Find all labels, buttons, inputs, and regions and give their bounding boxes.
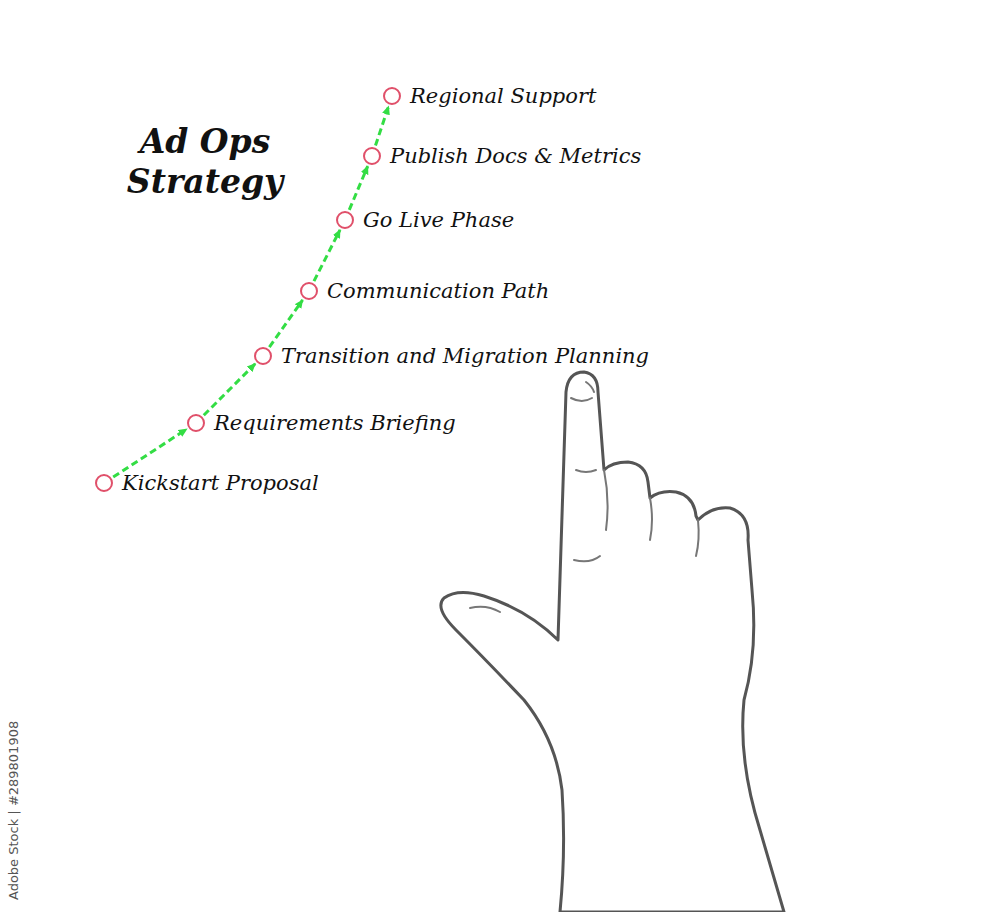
flow-arrow [113, 429, 187, 477]
step-circle [254, 347, 272, 365]
flow-arrow [204, 364, 255, 415]
step-label: Publish Docs & Metrics [390, 144, 641, 168]
step-circle [187, 414, 205, 432]
step-label: Go Live Phase [363, 208, 514, 232]
step-label: Kickstart Proposal [122, 471, 319, 495]
step-node: Go Live Phase [336, 208, 514, 232]
step-node: Communication Path [300, 279, 549, 303]
watermark-text: Adobe Stock | #289801908 [6, 721, 21, 900]
step-node: Regional Support [383, 84, 596, 108]
flow-arrow [349, 166, 367, 210]
step-circle [363, 147, 381, 165]
step-circle [336, 211, 354, 229]
flow-arrow [269, 300, 302, 347]
flow-arrow [375, 106, 388, 145]
step-circle [383, 87, 401, 105]
step-circle [300, 282, 318, 300]
flow-arrow [314, 230, 340, 281]
diagram-title: Ad Ops Strategy [100, 122, 310, 201]
step-node: Kickstart Proposal [95, 471, 319, 495]
step-label: Requirements Briefing [214, 411, 456, 435]
step-node: Publish Docs & Metrics [363, 144, 641, 168]
step-label: Regional Support [410, 84, 596, 108]
step-circle [95, 474, 113, 492]
step-label: Transition and Migration Planning [281, 344, 649, 368]
step-node: Transition and Migration Planning [254, 344, 649, 368]
step-node: Requirements Briefing [187, 411, 456, 435]
step-label: Communication Path [327, 279, 549, 303]
